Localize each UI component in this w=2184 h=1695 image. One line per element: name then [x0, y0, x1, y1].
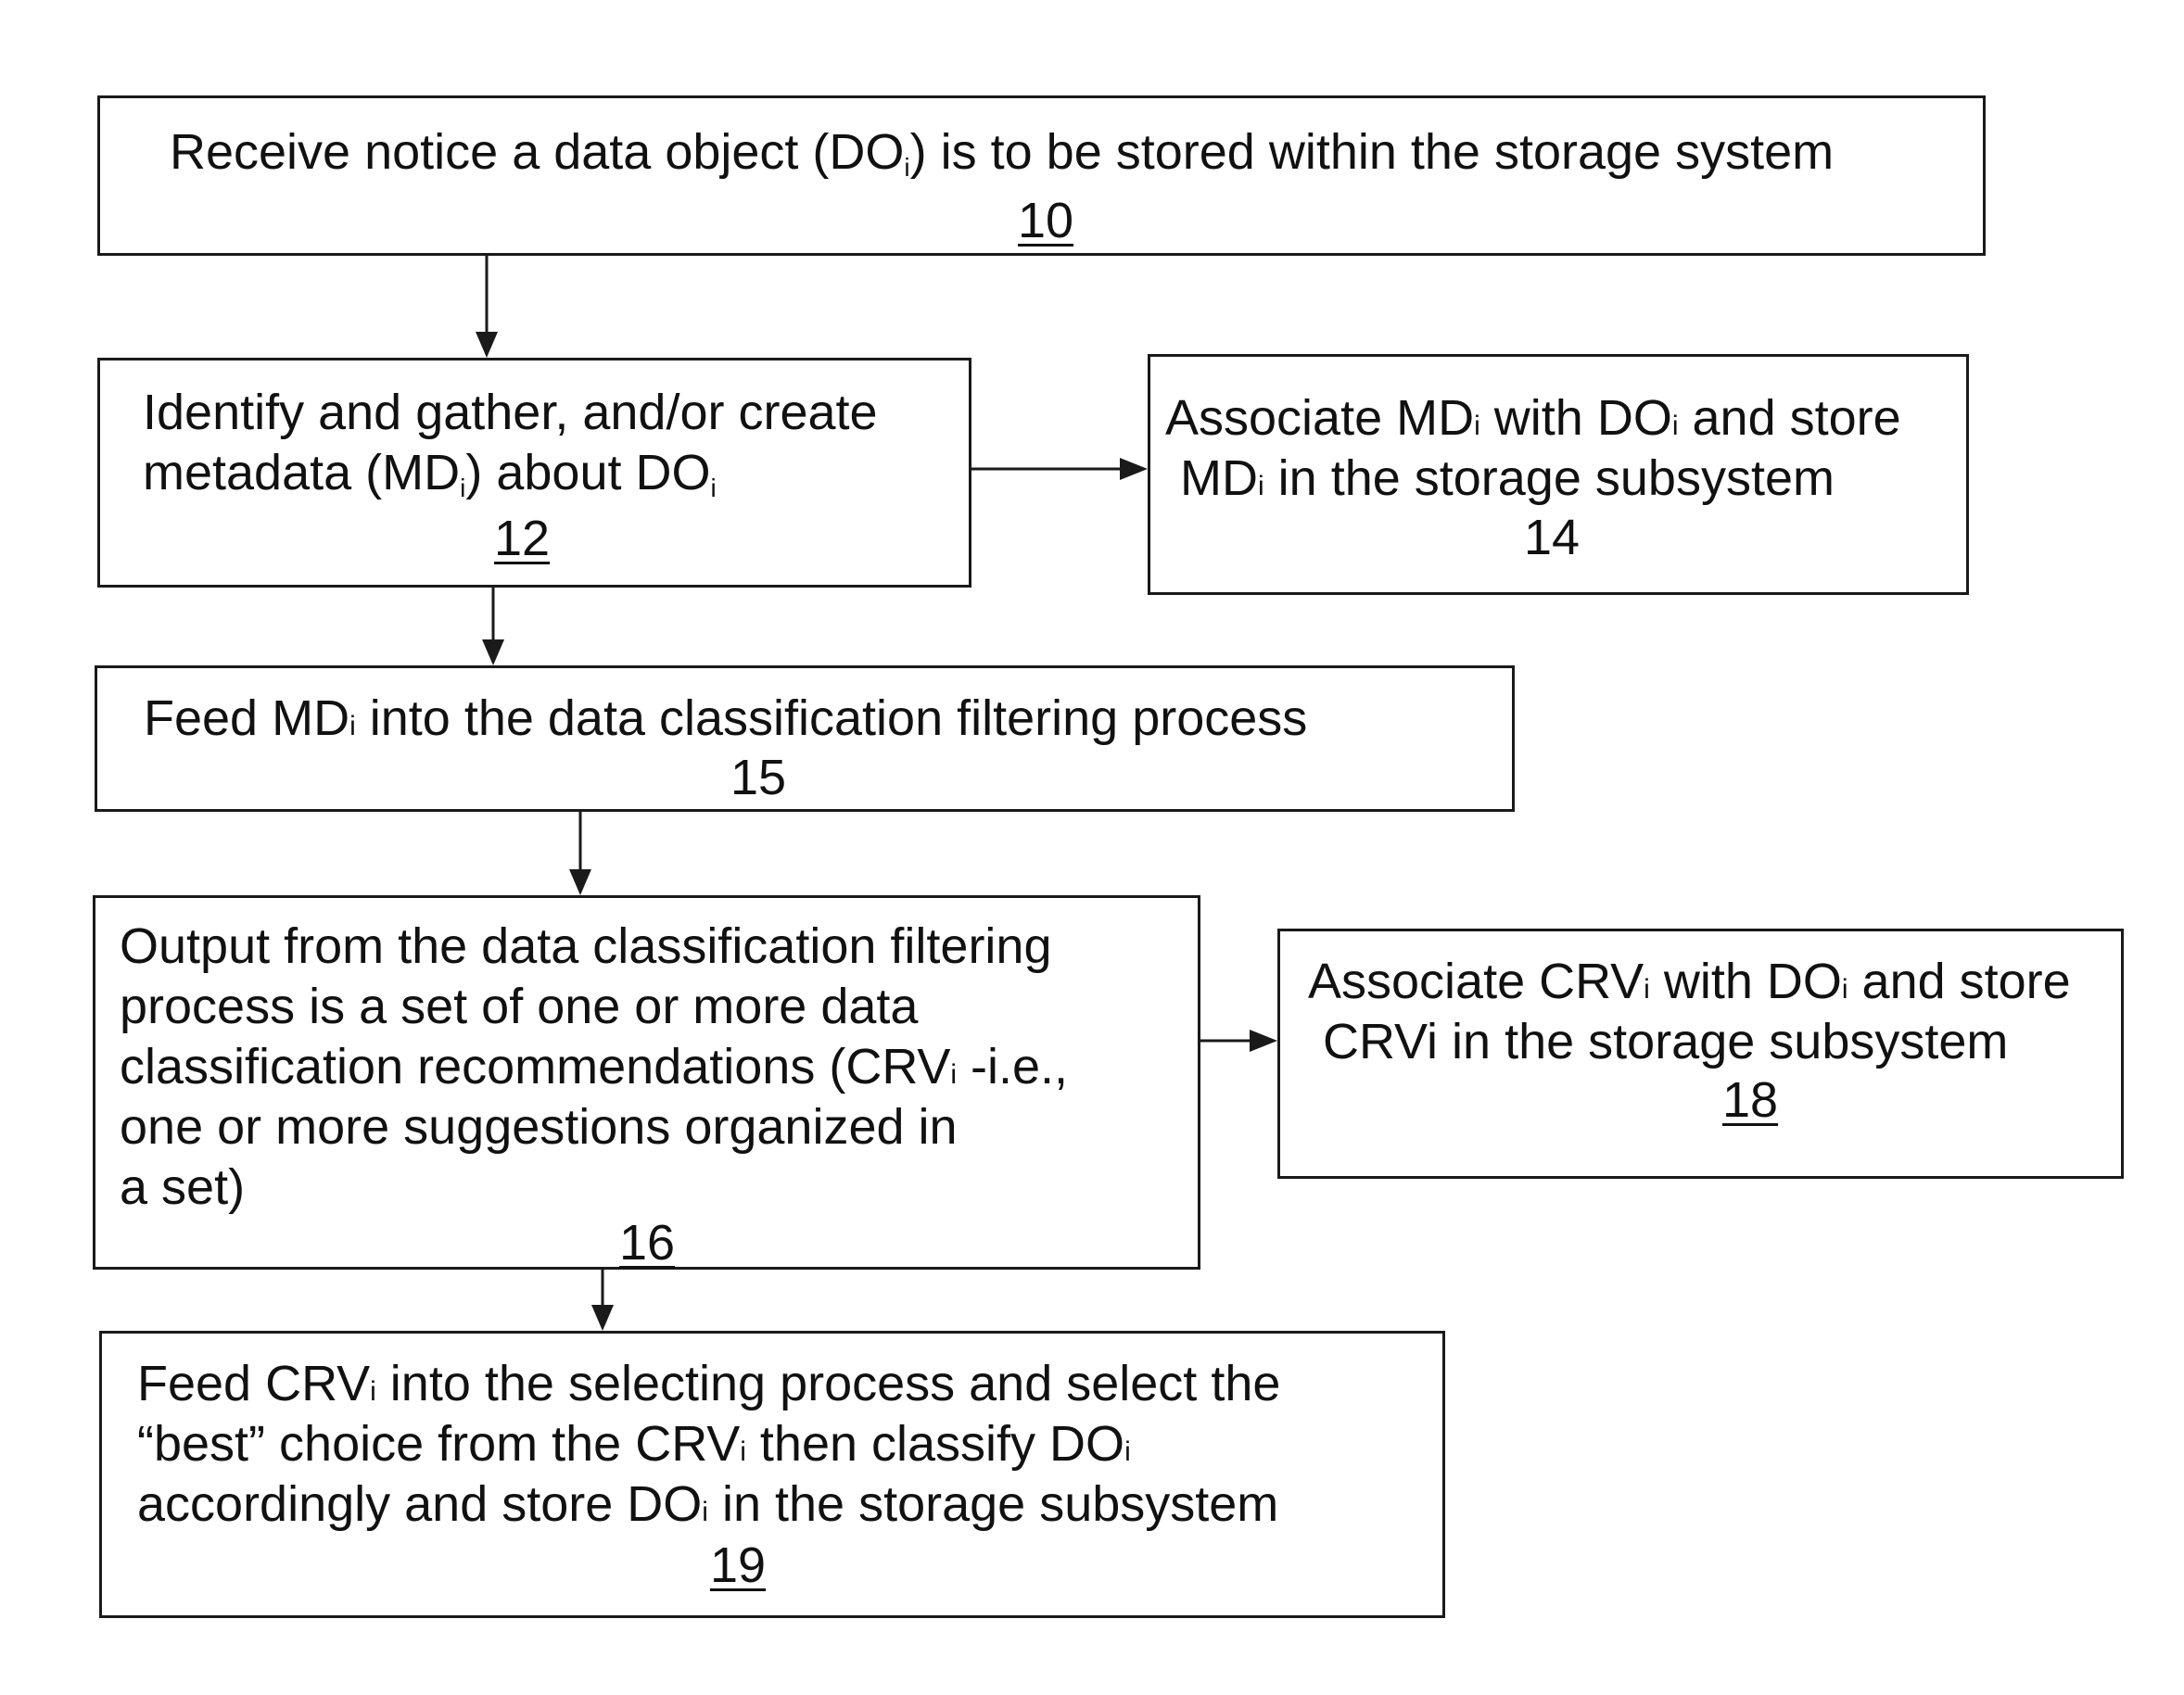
arrow-16-to-19 — [591, 1270, 614, 1331]
step-10-text-b: ) is to be stored within the storage sys… — [910, 124, 1834, 180]
step-15-line1-b: into the data classification filtering p… — [356, 690, 1308, 746]
step-14-line1-a: Associate MD — [1165, 390, 1474, 446]
step-14-line2: MDi in the storage subsystem — [1180, 449, 1835, 516]
step-12-line2-b: ) about DO — [465, 445, 710, 500]
step-14-i-2: i — [1672, 411, 1679, 441]
step-18-i-1: i — [1644, 974, 1650, 1005]
step-19-i-2: i — [740, 1436, 746, 1467]
step-19-line3-a: accordingly and store DO — [137, 1476, 702, 1532]
step-19-line2: “best” choice from the CRVi then classif… — [137, 1414, 1131, 1482]
step-16-number: 16 — [619, 1213, 675, 1273]
step-18-line1-b: with DO — [1650, 954, 1842, 1009]
step-14-line1: Associate MDi with DOi and store — [1165, 388, 1901, 456]
arrow-12-to-15 — [482, 588, 504, 665]
step-16-line5: a set) — [120, 1157, 245, 1218]
step-19-line1-b: into the selecting process and select th… — [376, 1356, 1281, 1411]
step-14-line1-b: with DO — [1480, 390, 1672, 446]
step-19-line3: accordingly and store DOi in the storage… — [137, 1474, 1278, 1542]
step-16-line4: one or more suggestions organized in — [120, 1097, 958, 1157]
step-12-box: Identify and gather, and/or create metad… — [97, 358, 971, 588]
step-19-line1-a: Feed CRV — [137, 1356, 370, 1411]
step-18-line2: CRVi in the storage subsystem — [1323, 1012, 2008, 1072]
arrow-12-to-14 — [971, 458, 1148, 480]
step-10-text: Receive notice a data object (DOi) is to… — [170, 122, 1834, 183]
step-10-number: 10 — [1018, 191, 1073, 251]
arrow-10-to-12 — [476, 256, 498, 358]
step-19-line2-a: “best” choice from the CRV — [137, 1416, 740, 1472]
arrow-16-to-18 — [1198, 1030, 1277, 1052]
step-18-line1-c: and store — [1848, 954, 2071, 1009]
step-19-i-3: i — [1124, 1436, 1131, 1467]
step-14-line2-a: MD — [1180, 450, 1258, 506]
step-19-line1: Feed CRVi into the selecting process and… — [137, 1354, 1280, 1422]
step-16-line3: classification recommendations (CRVi -i.… — [120, 1037, 1068, 1105]
step-16-line3-a: classification recommendations (CRV — [120, 1039, 950, 1094]
step-18-number: 18 — [1722, 1070, 1778, 1131]
step-19-line3-b: in the storage subsystem — [708, 1476, 1278, 1532]
step-12-sub-2: i — [710, 474, 716, 502]
step-15-line1-a: Feed MD — [144, 690, 349, 746]
step-19-number: 19 — [710, 1536, 766, 1596]
step-15-line1: Feed MDi into the data classification fi… — [144, 689, 1307, 756]
step-14-line1-c: and store — [1679, 390, 1901, 446]
step-14-i-3: i — [1258, 471, 1264, 501]
step-16-line3-b: -i.e., — [957, 1039, 1068, 1094]
step-12-line2-a: metadata (MD — [143, 445, 460, 500]
step-14-line2-b: in the storage subsystem — [1264, 450, 1835, 506]
step-14-number: 14 — [1524, 508, 1580, 568]
step-12-line1: Identify and gather, and/or create — [143, 383, 878, 443]
step-18-line1-a: Associate CRV — [1308, 954, 1644, 1009]
step-19-line2-b: then classify DO — [746, 1416, 1124, 1472]
step-15-i: i — [349, 711, 356, 741]
step-18-i-2: i — [1842, 974, 1848, 1005]
step-15-number: 15 — [730, 748, 786, 808]
step-14-i-1: i — [1474, 411, 1480, 441]
step-19-i-4: i — [702, 1497, 708, 1527]
step-15-box: Feed MDi into the data classification fi… — [95, 665, 1515, 812]
arrow-15-to-16 — [569, 812, 591, 895]
step-19-i-1: i — [370, 1376, 376, 1407]
step-10-text-a: Receive notice a data object (DO — [170, 124, 904, 180]
step-16-line1: Output from the data classification filt… — [120, 917, 1052, 977]
step-10-box: Receive notice a data object (DOi) is to… — [97, 95, 1986, 256]
step-18-box: Associate CRVi with DOi and store CRVi i… — [1277, 929, 2124, 1179]
step-12-number: 12 — [494, 509, 550, 569]
step-19-box: Feed CRVi into the selecting process and… — [99, 1331, 1445, 1618]
step-12-line2: metadata (MDi) about DOi — [143, 443, 717, 503]
step-16-box: Output from the data classification filt… — [93, 895, 1200, 1270]
step-14-box: Associate MDi with DOi and store MDi in … — [1148, 354, 1969, 595]
step-16-line2: process is a set of one or more data — [120, 977, 918, 1037]
step-18-line1: Associate CRVi with DOi and store — [1308, 952, 2071, 1019]
